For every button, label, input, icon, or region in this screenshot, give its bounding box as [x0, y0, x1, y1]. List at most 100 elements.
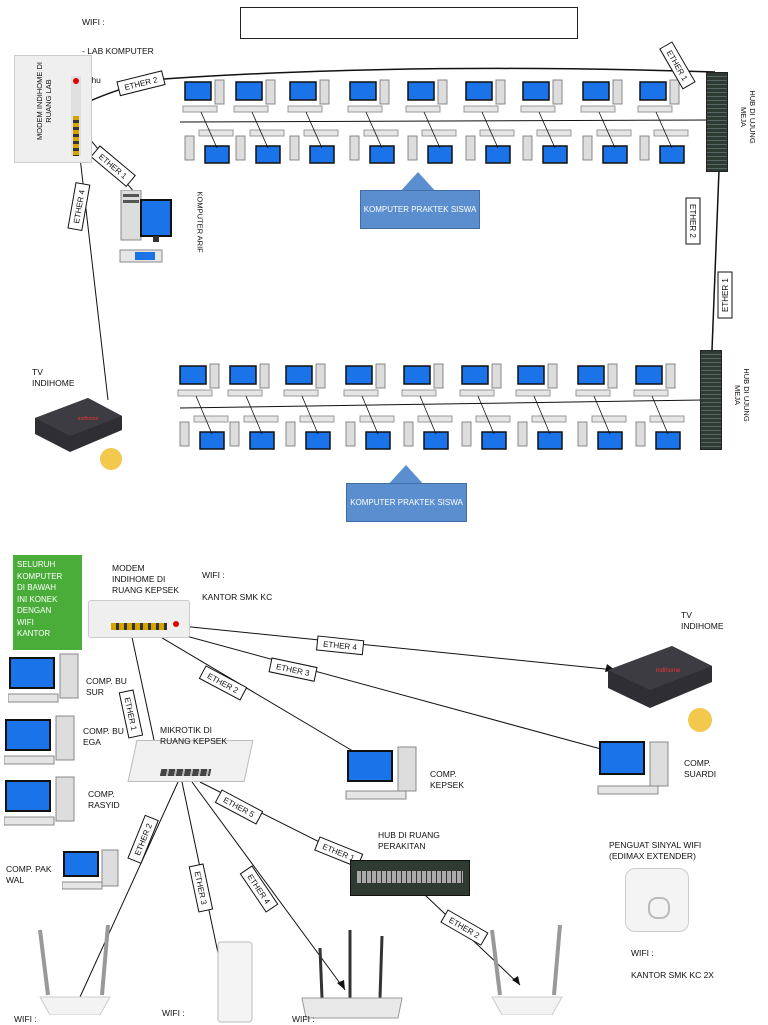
line-hub-hub	[711, 169, 720, 351]
lab-a-pc-top-1	[182, 79, 225, 113]
lab-b-pc-top-8	[575, 363, 618, 397]
lab-b-pc-bottom-9	[635, 415, 685, 450]
mikrotik-label: MIKROTIK DI RUANG KEPSEK	[160, 725, 228, 746]
lab-a-pc-bottom-5	[407, 129, 457, 164]
hub-top-label: HUB DI UJUNG MEJA	[739, 90, 757, 144]
extender-device	[625, 868, 689, 932]
lab-b-pc-top-6	[459, 363, 502, 397]
lab-a-pc-link-3	[305, 111, 323, 149]
modem-kepsek-label: MODEM INDIHOME DI RUANG KEPSEK	[112, 563, 180, 595]
line-modem-tv2	[141, 621, 616, 671]
ether-label-mik-ap1: ETHER 2	[127, 814, 159, 864]
lab-a-pc-link-8	[598, 111, 616, 149]
access-point-3	[301, 930, 403, 1019]
lab-b-pc-bottom-8	[577, 415, 627, 450]
wifi-lab-line2: - LAB KOMPUTER	[82, 46, 154, 56]
pc-suardi	[597, 741, 669, 795]
wifi-lab-text: WIFI : - LAB KOMPUTER - zhu	[82, 6, 154, 97]
praktek-bottom-arrow	[386, 465, 426, 487]
mascot-bottom	[688, 708, 712, 732]
lab-a-pc-top-8	[580, 79, 623, 113]
tv-bottom-device: indihome	[608, 646, 712, 708]
tv-bottom-label: TV INDIHOME	[681, 610, 724, 631]
lab-a-pc-link-6	[481, 111, 499, 149]
lab-a-pc-link-5	[423, 111, 441, 149]
lab-b-pc-top-4	[343, 363, 386, 397]
wifi-kantor-label: WIFI : KANTOR SMK KC	[202, 570, 273, 602]
line-modem-suardi	[141, 623, 613, 753]
tv-top-label: TV INDIHOME	[32, 367, 75, 388]
lab-a-pc-top-6	[463, 79, 506, 113]
pc-bu-ega	[4, 715, 75, 765]
lab-b-pc-bottom-2	[229, 415, 279, 450]
ether-label-hub-bottom-in: ETHER 1	[717, 271, 733, 319]
line-bus-bottom	[179, 399, 703, 409]
komputer-arif-pc	[119, 190, 172, 263]
lab-b-pc-link-3	[301, 395, 319, 435]
lab-b-pc-bottom-4	[345, 415, 395, 450]
lab-a-pc-top-9	[637, 79, 680, 113]
line-modem-kepsek	[141, 625, 369, 761]
lab-b-pc-top-2	[227, 363, 270, 397]
lab-a-pc-link-4	[365, 111, 383, 149]
pc-bu-sur	[8, 653, 79, 703]
comp-pak-wal-label: COMP. PAK WAL	[6, 864, 52, 885]
comp-kepsek-label: COMP. KEPSEK	[430, 769, 465, 790]
lab-a-pc-top-7	[520, 79, 563, 113]
pc-pak-wal	[62, 849, 119, 890]
lab-a-pc-bottom-2	[235, 129, 285, 164]
hub-perakitan-device	[350, 860, 470, 896]
wifi-lab-line3: - zhu	[82, 75, 101, 85]
lab-b-pc-link-4	[361, 395, 379, 435]
ether-label-hub-bottom-in-text: ETHER 1	[721, 278, 730, 312]
lab-b-pc-bottom-7	[517, 415, 567, 450]
lab-b-pc-link-9	[651, 395, 669, 435]
penguat-label: PENGUAT SINYAL WIFI (EDIMAX EXTENDER)	[609, 840, 702, 861]
pc-kepsek	[345, 746, 417, 800]
ether-label-modem-arif: ETHER 1	[90, 145, 136, 187]
wifi-bottom-3-label: WIFI :	[292, 1014, 315, 1024]
lab-a-pc-bottom-1	[184, 129, 234, 164]
lab-a-pc-bottom-4	[349, 129, 399, 164]
lab-b-pc-top-7	[515, 363, 558, 397]
lab-a-pc-top-2	[233, 79, 276, 113]
comp-suardi-label: COMP. SUARDI	[684, 758, 717, 779]
lab-a-pc-top-5	[405, 79, 448, 113]
lab-b-pc-bottom-6	[461, 415, 511, 450]
lab-b-pc-link-5	[419, 395, 437, 435]
hub-perakitan-label: HUB DI RUANG PERAKITAN	[378, 830, 440, 851]
line-modem-tv	[77, 139, 109, 401]
lab-b-pc-link-8	[593, 395, 611, 435]
lab-b-pc-bottom-5	[403, 415, 453, 450]
title-box	[240, 7, 578, 39]
lab-a-pc-link-1	[200, 111, 218, 149]
lab-a-pc-link-7	[538, 111, 556, 149]
ether-label-modem-tv2: ETHER 4	[315, 635, 365, 656]
lab-b-pc-link-2	[245, 395, 263, 435]
lab-a-pc-bottom-6	[465, 129, 515, 164]
lab-b-pc-top-1	[177, 363, 220, 397]
lab-a-pc-top-4	[347, 79, 390, 113]
lab-b-pc-top-3	[283, 363, 326, 397]
lab-a-pc-bottom-9	[639, 129, 689, 164]
lab-a-pc-bottom-8	[582, 129, 632, 164]
ether-label-hub-top-out: ETHER 2	[685, 197, 701, 245]
ether-label-modem-suardi: ETHER 3	[268, 657, 318, 682]
hub-bottom-label: HUB DI UJUNG MEJA	[733, 368, 751, 422]
green-note: SELURUH KOMPUTER DI BAWAH INI KONEK DENG…	[13, 555, 82, 650]
access-point-2	[217, 941, 253, 1023]
ether-label-hub-ap: ETHER 2	[440, 909, 489, 946]
mascot-top	[100, 448, 122, 470]
modem-lab-label: MODEM INDIHOME DI RUANG LAB	[35, 62, 53, 140]
svg-text:indihome: indihome	[656, 668, 681, 674]
lab-b-pc-bottom-1	[179, 415, 229, 450]
ether-label-modem-hub: ETHER 2	[116, 70, 166, 97]
comp-rasyid-label: COMP. RASYID	[88, 789, 120, 810]
access-point-1	[38, 925, 111, 1015]
praktek-top-callout: KOMPUTER PRAKTEK SISWA	[360, 190, 480, 229]
lab-b-pc-top-9	[633, 363, 676, 397]
ether-label-mik-ap2: ETHER 3	[188, 863, 214, 913]
svg-text:indihome: indihome	[78, 416, 99, 422]
